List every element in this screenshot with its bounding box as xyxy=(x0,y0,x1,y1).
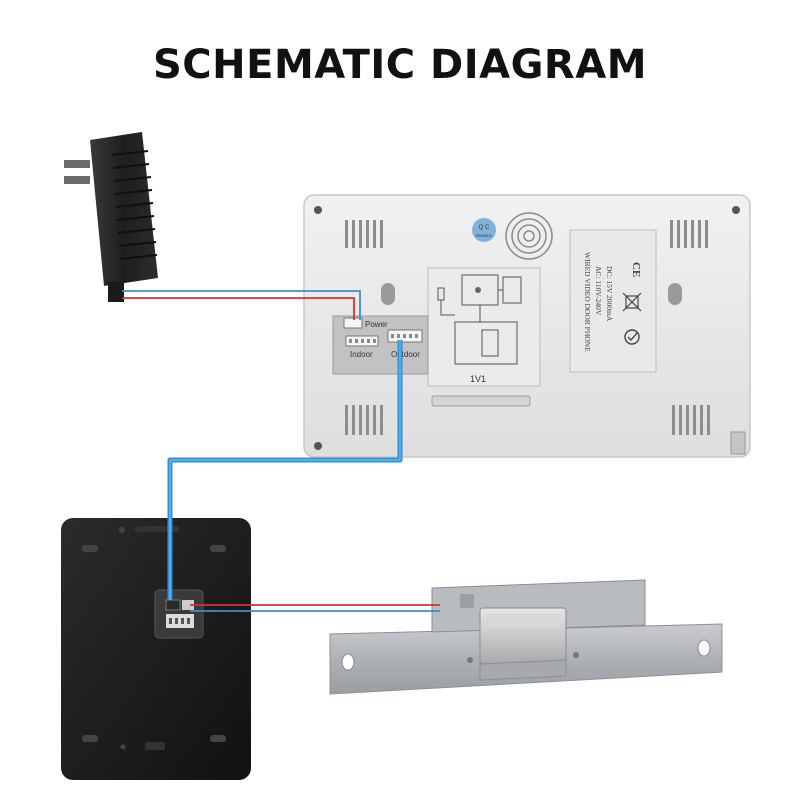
electric-strike-lock xyxy=(329,579,723,695)
power-wire-blue xyxy=(122,290,361,320)
power-wire-red xyxy=(122,297,355,320)
adapter-cord-stub xyxy=(108,282,124,302)
outdoor-panel-body xyxy=(61,518,251,780)
adapter-prong-bottom xyxy=(64,176,90,184)
spec-label-dc: DC: 15V 2000mA xyxy=(605,266,614,322)
adapter-prong-top xyxy=(64,160,90,168)
stand-clip xyxy=(730,431,746,455)
vent-top-left xyxy=(345,220,383,248)
data-cable-highlight xyxy=(169,340,401,600)
page-title: SCHEMATIC DIAGRAM xyxy=(152,42,647,88)
power-port xyxy=(343,317,363,329)
connector-block: Power Indoor Outdoor xyxy=(332,315,429,375)
wiring-diagram-caption: 1V1 xyxy=(470,374,486,384)
keyhole-left xyxy=(381,283,395,305)
card-slot xyxy=(431,395,531,407)
qc-sticker: Q C PASSED xyxy=(472,218,496,242)
vent-bottom-right xyxy=(672,405,710,435)
power-adapter xyxy=(64,132,158,302)
spec-label-title: WIRED VIDEO DOOR PHONE xyxy=(583,252,592,352)
ce-mark: CE xyxy=(630,262,642,277)
spec-label: WIRED VIDEO DOOR PHONE AC: 110V-240V DC:… xyxy=(569,229,657,373)
weee-bin-icon xyxy=(622,292,642,312)
port-label-outdoor: Outdoor xyxy=(391,350,420,359)
vent-bottom-left xyxy=(345,405,383,435)
speaker-grille xyxy=(505,212,553,260)
adapter-body xyxy=(90,132,158,286)
spec-label-ac: AC: 110V-240V xyxy=(594,266,603,316)
vent-top-right xyxy=(670,220,708,248)
outdoor-camera-panel xyxy=(61,518,251,780)
certification-icon xyxy=(624,329,640,345)
wiring-diagram-label xyxy=(427,267,541,387)
qc-sticker-text: Q C xyxy=(479,225,490,231)
qc-sticker-subtext: PASSED xyxy=(476,233,492,238)
keyhole-right xyxy=(668,283,682,305)
port-label-power: Power xyxy=(365,320,388,329)
indoor-monitor: Q C PASSED 1V1 WIRED VIDEO xyxy=(303,194,751,458)
port-label-indoor: Indoor xyxy=(350,350,373,359)
